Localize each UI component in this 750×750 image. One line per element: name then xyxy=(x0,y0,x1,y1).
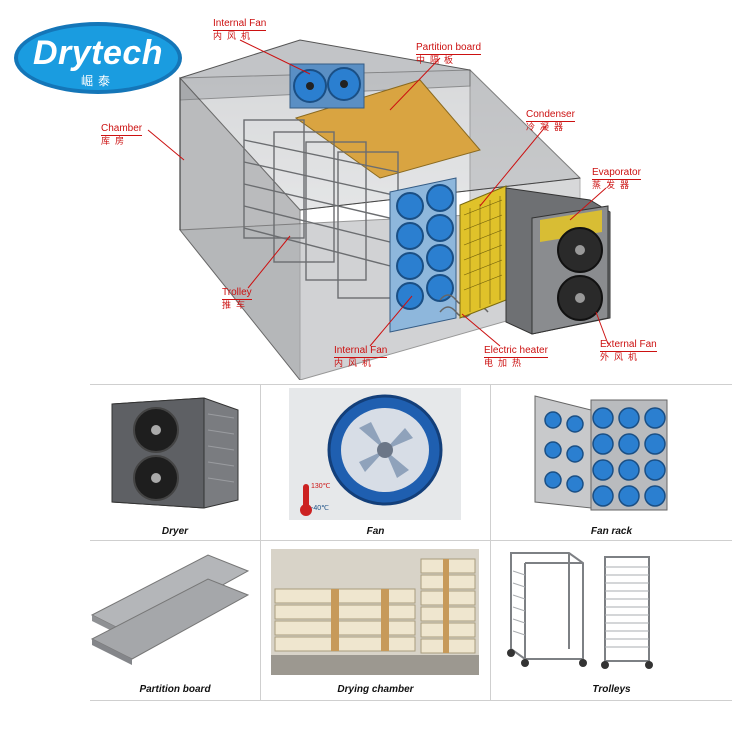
callout-condenser: Condenser 冷凝器 xyxy=(526,109,575,133)
gallery-vdivider-1 xyxy=(260,384,261,700)
tile-drying-chamber: Drying chamber xyxy=(261,541,490,700)
upper-internal-fans xyxy=(289,63,365,109)
fan-temp-low: -40℃ xyxy=(311,505,329,512)
dryer-image xyxy=(111,397,239,509)
gallery-middle-divider xyxy=(90,540,732,541)
front-fan-wall xyxy=(389,177,457,333)
callout-electric-heater: Electric heater 电加热 xyxy=(484,345,548,369)
tile-partition-board: Partition board xyxy=(90,541,260,700)
fan-temp-high: 130℃ xyxy=(311,483,331,490)
logo-chinese: 崛泰 xyxy=(80,74,115,88)
gallery-top-divider xyxy=(90,384,732,385)
fan-image xyxy=(289,388,461,520)
condenser xyxy=(459,185,507,319)
caption-partition-board: Partition board xyxy=(139,684,211,695)
trolleys-image xyxy=(507,552,653,669)
callout-trolley: Trolley 推车 xyxy=(222,287,252,311)
evaporator-unit xyxy=(505,187,611,335)
caption-drying-chamber: Drying chamber xyxy=(337,684,414,695)
partition-board-image xyxy=(90,554,250,665)
tile-dryer: Dryer xyxy=(90,384,260,540)
callout-internal-fan-bottom: Internal Fan 内风机 xyxy=(334,345,388,369)
callout-evaporator: Evaporator 蒸发器 xyxy=(592,167,641,191)
gallery-bottom-divider xyxy=(90,700,732,701)
caption-fan-rack: Fan rack xyxy=(590,526,633,537)
callout-external-fan: External Fan 外风机 xyxy=(600,339,657,363)
gallery-vdivider-2 xyxy=(490,384,491,700)
callout-chamber: Chamber 库房 xyxy=(101,123,143,147)
trolley-racks xyxy=(243,119,399,299)
caption-fan: Fan xyxy=(366,526,385,537)
drying-room-diagram xyxy=(147,39,611,380)
drying-chamber-image xyxy=(271,549,479,675)
tile-trolleys: Trolleys xyxy=(491,541,732,700)
drytech-logo: Drytech 崛泰 xyxy=(14,22,182,94)
caption-trolleys: Trolleys xyxy=(592,684,631,695)
tile-fan: 130℃ -40℃ Fan xyxy=(261,384,490,540)
tile-fan-rack: Fan rack xyxy=(491,384,732,540)
logo-name: Drytech xyxy=(32,34,164,72)
caption-dryer: Dryer xyxy=(161,526,189,537)
fan-rack-image xyxy=(534,395,668,511)
callout-partition-board: Partition board 中隔板 xyxy=(416,42,482,66)
callout-internal-fan-top: Internal Fan 内风机 xyxy=(213,18,267,42)
